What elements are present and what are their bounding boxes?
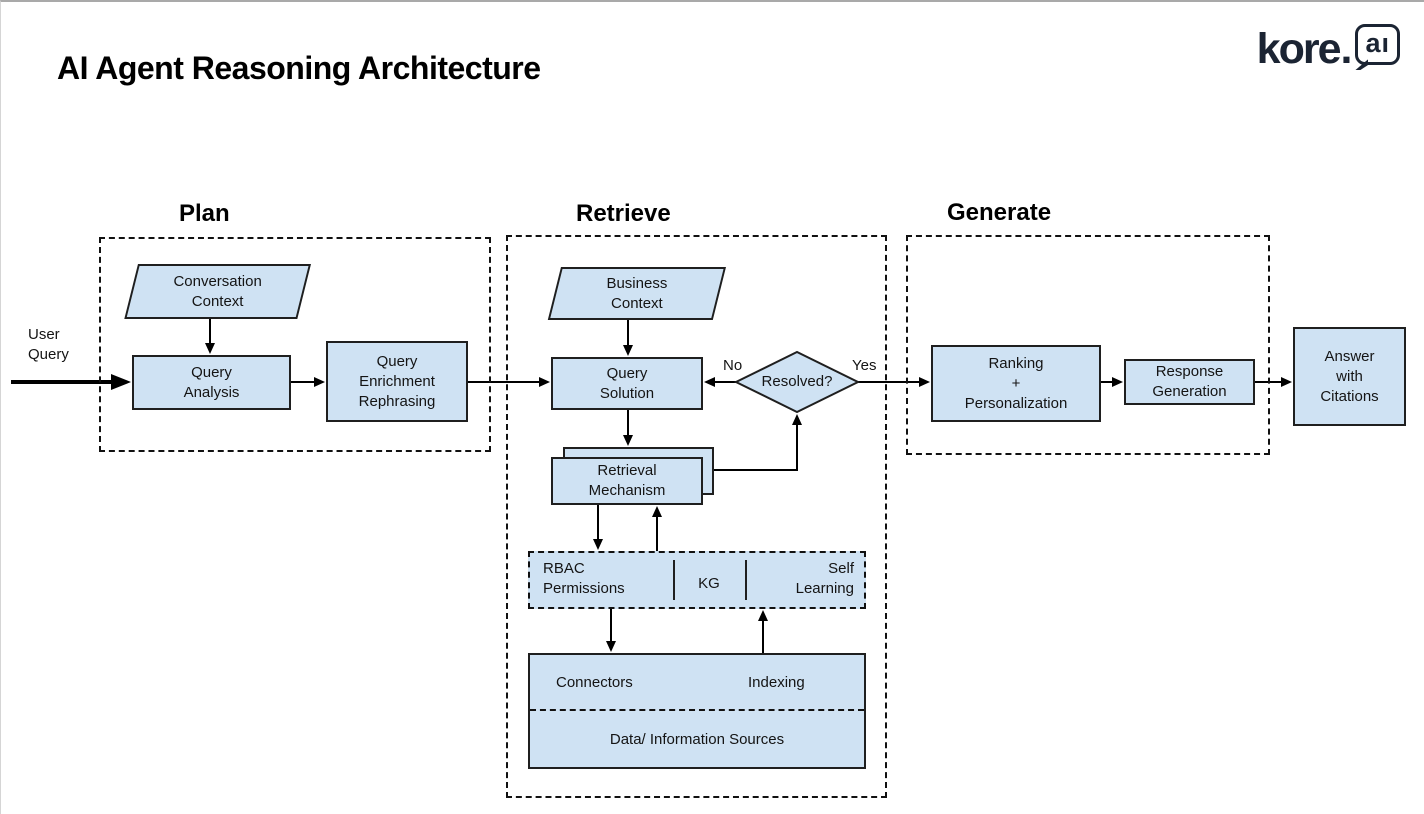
retrieval-mechanism-node: Retrieval Mechanism xyxy=(551,457,703,505)
plan-section-title: Plan xyxy=(179,200,230,227)
plan-stage-box xyxy=(99,237,491,452)
arrow-user-query xyxy=(11,374,131,390)
business-context-node: Business Context xyxy=(547,267,726,320)
generate-stage-box xyxy=(906,235,1270,455)
arrow-enrichment-to-solution xyxy=(468,377,550,387)
self-learning-label: Self Learning xyxy=(795,560,854,597)
strip-divider xyxy=(673,560,675,600)
connectors-data-sources-box: Connectors Indexing Data/ Information So… xyxy=(528,653,866,769)
rbac-kg-selflearning-strip: RBAC Permissions KG Self Learning xyxy=(528,551,866,609)
resolved-decision-shape xyxy=(733,350,861,414)
generate-section-title: Generate xyxy=(947,199,1052,226)
retrieve-section-title: Retrieve xyxy=(576,200,671,227)
arrow-rbac-to-retrieval xyxy=(652,506,662,551)
indexing-label: Indexing xyxy=(748,674,805,691)
rbac-permissions-label: RBAC Permissions xyxy=(543,560,625,597)
ranking-personalization-node: Ranking + Personalization xyxy=(931,345,1101,422)
arrow-business-to-solution xyxy=(623,320,633,356)
resolved-yes-label: Yes xyxy=(852,357,877,374)
arrow-solution-to-retrieval xyxy=(623,410,633,446)
conversation-context-node: Conversation Context xyxy=(124,264,311,319)
logo-dot: . xyxy=(1340,25,1353,74)
arrow-analysis-to-enrichment xyxy=(291,377,325,387)
arrow-retrieval-to-rbac xyxy=(593,505,603,550)
query-enrichment-node: Query Enrichment Rephrasing xyxy=(326,341,468,422)
query-solution-node: Query Solution xyxy=(551,357,703,410)
kore-ai-logo: kore . aı xyxy=(1256,24,1400,74)
arrow-indexing-to-rbac xyxy=(758,610,768,653)
strip-divider xyxy=(745,560,747,600)
resolved-no-label: No xyxy=(723,357,743,374)
logo-bubble: aı xyxy=(1355,24,1400,65)
arrow-conversation-to-analysis xyxy=(205,319,215,354)
connectors-label: Connectors xyxy=(556,674,633,691)
response-generation-node: Response Generation xyxy=(1124,359,1255,405)
page-title: AI Agent Reasoning Architecture xyxy=(57,50,541,86)
retrieve-stage-box xyxy=(506,235,887,798)
user-query-label: User Query xyxy=(28,326,69,363)
arrow-resolved-yes-to-ranking xyxy=(858,377,930,387)
logo-word: kore xyxy=(1256,25,1342,74)
data-information-sources-label: Data/ Information Sources xyxy=(609,731,785,748)
arrow-rbac-to-connectors xyxy=(606,609,616,652)
connectors-divider xyxy=(530,709,864,711)
kg-label: KG xyxy=(698,575,720,592)
arrow-retrieval-to-resolved xyxy=(714,414,802,471)
logo-suffix: aı xyxy=(1365,28,1390,58)
arrow-ranking-to-response xyxy=(1101,377,1123,387)
query-analysis-node: Query Analysis xyxy=(132,355,291,410)
resolved-decision-label: Resolved? xyxy=(761,373,833,390)
arrow-resolved-no-to-solution xyxy=(704,377,736,387)
arrow-response-to-answer xyxy=(1255,377,1292,387)
answer-with-citations-node: Answer with Citations xyxy=(1293,327,1406,426)
